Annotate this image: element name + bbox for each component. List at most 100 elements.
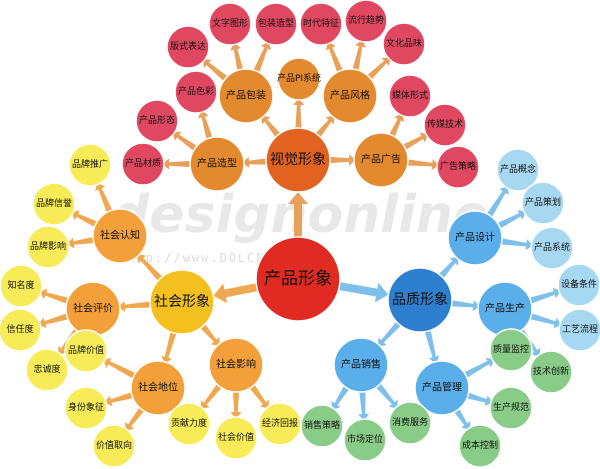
leaf-connector-0-0-1	[252, 41, 272, 75]
leaf-node-2-2-0: 质量监控	[489, 328, 533, 372]
leaf-node-0-3-1-circle	[135, 99, 179, 143]
leaf-node-0-4-1: 传媒技术	[423, 103, 467, 147]
child-node-2-2-label: 产品管理	[422, 381, 462, 394]
leaf-node-0-3-1-label: 产品形态	[139, 114, 175, 126]
leaf-node-1-2-1-circle	[64, 386, 108, 430]
leaf-node-0-4-2-label: 广告策略	[440, 160, 476, 172]
child-node-1-3: 社会影响	[208, 337, 264, 393]
branch-arrow-0	[288, 192, 308, 241]
leaf-node-2-3-1: 市场定位	[343, 418, 387, 462]
leaf-node-1-2-0: 品牌价值	[64, 329, 108, 373]
child-connector-2-1	[449, 300, 481, 312]
leaf-node-1-2-2: 价值取向	[92, 424, 136, 468]
leaf-node-0-0-0-circle	[208, 2, 252, 46]
child-connector-0-3	[242, 156, 269, 168]
leaf-node-2-0-0-circle	[496, 148, 540, 192]
leaf-node-0-2-0-circle	[299, 2, 343, 46]
leaf-node-2-3-2-circle	[388, 401, 432, 445]
leaf-connector-0-4-0	[388, 113, 405, 139]
leaf-node-2-3-0-label: 销售策略	[304, 419, 340, 431]
leaf-connector-1-0-1	[71, 210, 99, 228]
leaf-connector-2-2-2	[453, 407, 471, 431]
leaf-node-1-1-2: 忠诚度	[25, 348, 69, 392]
child-node-1-2-circle	[130, 360, 186, 416]
child-node-0-1: 产品PI系统	[277, 57, 321, 101]
leaf-node-0-4-0: 媒体形式	[388, 74, 432, 118]
leaf-node-0-3-0: 产品色彩	[174, 70, 218, 114]
branch-arrow-1	[213, 282, 262, 304]
leaf-node-1-0-0: 品牌推广	[68, 143, 112, 187]
leaf-node-1-0-2-label: 品牌影响	[30, 240, 66, 252]
leaf-node-1-0-1-circle	[32, 182, 76, 226]
leaf-connector-1-1-1	[38, 312, 70, 329]
leaf-node-1-2-1-label: 身份象征	[68, 401, 104, 413]
leaf-node-0-3-0-circle	[174, 70, 218, 114]
leaf-node-2-0-1-label: 产品策划	[525, 196, 561, 208]
child-node-2-3-circle	[333, 337, 389, 393]
leaf-node-1-3-1-circle	[214, 416, 258, 460]
leaf-node-2-0-0: 产品概念	[496, 148, 540, 192]
child-node-0-3: 产品造型	[189, 136, 245, 192]
leaf-node-0-2-2-circle	[382, 22, 426, 66]
child-node-0-3-label: 产品造型	[197, 157, 237, 170]
leaf-node-1-3-0: 贡献力度	[167, 402, 211, 446]
leaf-node-0-2-1-circle	[344, 0, 388, 43]
child-node-0-0-circle	[218, 68, 274, 124]
leaf-connector-2-1-0	[527, 287, 561, 305]
leaf-node-2-3-2-label: 消费服务	[392, 416, 428, 428]
child-node-1-0-label: 社会认知	[100, 229, 140, 242]
child-node-0-2-label: 产品风格	[330, 89, 370, 102]
leaf-node-0-2-1: 流行趋势	[344, 0, 388, 43]
child-connector-0-4	[328, 154, 356, 166]
leaf-node-0-2-0-label: 时代特征	[303, 17, 339, 29]
leaf-node-0-4-1-label: 传媒技术	[427, 118, 463, 130]
leaf-connector-0-2-2	[365, 57, 391, 81]
child-node-0-2-circle	[322, 68, 378, 124]
branch-node-1-circle	[149, 269, 215, 335]
branch-node-2-label: 品质形象	[392, 292, 448, 308]
leaf-node-2-0-2-label: 产品系统	[534, 241, 570, 253]
leaf-node-2-1-1-circle	[558, 308, 600, 352]
leaf-node-0-0-2-circle	[166, 25, 210, 69]
center-node-label: 产品形象	[264, 269, 332, 289]
leaf-node-2-3-1-circle	[343, 418, 387, 462]
leaf-connector-1-0-0	[95, 182, 114, 215]
branch-node-0: 视觉形象	[265, 127, 331, 193]
leaf-node-2-0-0-label: 产品概念	[500, 163, 536, 175]
branch-node-0-circle	[265, 127, 331, 193]
leaf-node-1-1-1-circle	[0, 308, 42, 352]
leaf-connector-1-2-1	[104, 391, 135, 407]
leaf-connector-0-3-1	[172, 131, 199, 152]
leaf-node-2-1-1: 工艺流程	[558, 308, 600, 352]
leaf-node-0-3-2: 产品材质	[121, 142, 165, 186]
leaf-node-1-0-1-label: 品牌信誉	[36, 197, 72, 209]
child-node-2-0: 产品设计	[447, 210, 503, 266]
leaf-connector-0-2-0	[325, 41, 344, 74]
leaf-connector-1-3-1	[230, 390, 242, 419]
child-connector-0-0	[261, 115, 282, 139]
leaf-node-1-1-2-circle	[25, 348, 69, 392]
branch-node-1-label: 社会形象	[154, 294, 210, 310]
leaf-node-2-2-2-circle	[458, 424, 502, 468]
leaf-connector-1-1-0	[39, 288, 71, 305]
child-node-0-3-circle	[189, 136, 245, 192]
leaf-connector-1-3-0	[200, 382, 223, 410]
leaf-node-2-1-2: 技术创新	[529, 350, 573, 394]
leaf-node-0-0-0-label: 文字图形	[212, 17, 248, 29]
child-node-0-4-label: 产品广告	[361, 153, 401, 166]
leaf-node-0-0-2: 版式表达	[166, 25, 210, 69]
child-node-2-3-label: 产品销售	[341, 358, 381, 371]
leaf-node-1-3-2-label: 经济回报	[262, 417, 298, 429]
leaf-connector-1-3-2	[248, 383, 269, 409]
leaf-node-2-1-0-circle	[557, 263, 600, 307]
leaf-node-0-4-2-circle	[436, 145, 480, 189]
leaf-node-0-3-2-label: 产品材质	[125, 157, 161, 169]
leaf-node-1-0-2-circle	[26, 225, 70, 269]
leaf-connector-2-2-0	[462, 357, 495, 379]
leaf-node-2-3-1-label: 市场定位	[347, 433, 383, 445]
center-node: 产品形象	[255, 236, 341, 322]
child-node-2-2-circle	[414, 360, 470, 416]
leaf-node-1-1-0-circle	[0, 264, 43, 308]
child-node-2-0-circle	[447, 210, 503, 266]
